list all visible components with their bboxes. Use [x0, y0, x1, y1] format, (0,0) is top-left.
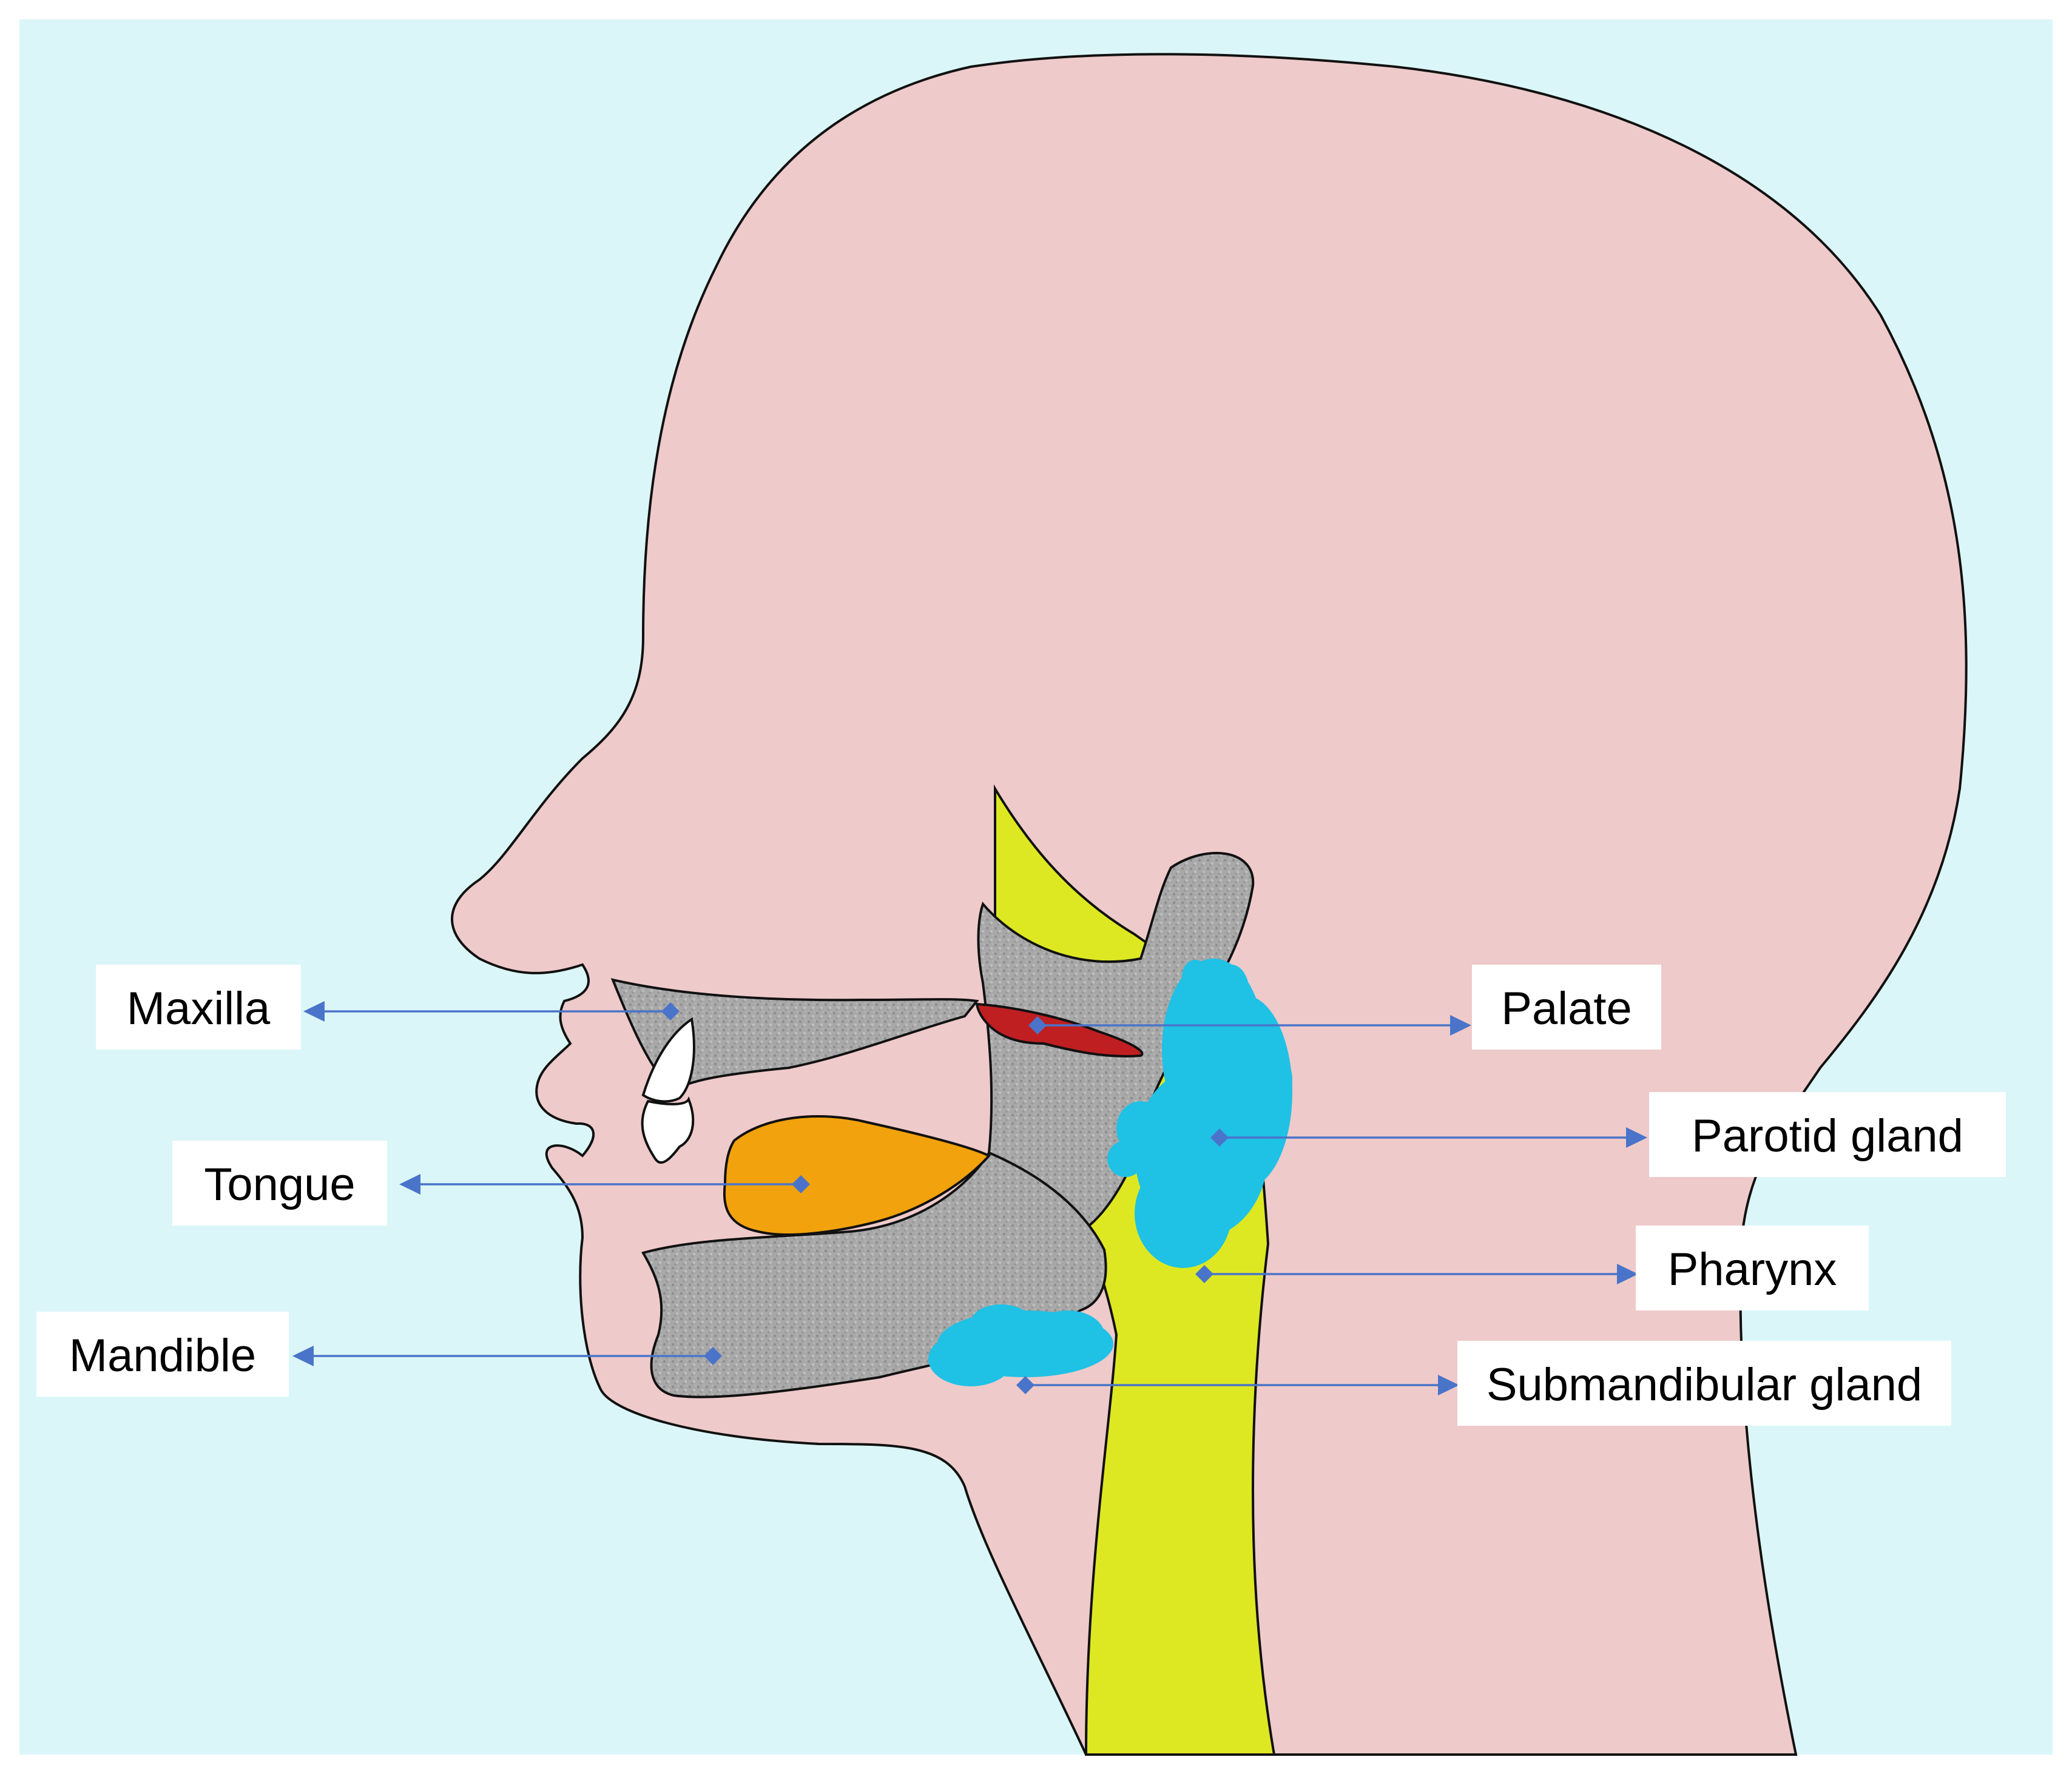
maxilla-leader — [303, 1001, 680, 1022]
upper-tooth-shape — [641, 1017, 695, 1103]
submandibular-gland-shape — [928, 1304, 1113, 1386]
palate-leader — [1028, 1015, 1471, 1036]
label-submandibular: Submandibular gland — [1457, 1341, 1951, 1426]
tongue-leader — [399, 1174, 810, 1195]
mandible-leader — [292, 1346, 722, 1366]
label-parotid: Parotid gland — [1649, 1092, 2006, 1177]
label-maxilla-text: Maxilla — [127, 983, 271, 1034]
label-tongue-text: Tongue — [204, 1159, 355, 1210]
label-mandible: Mandible — [36, 1312, 289, 1397]
label-palate-text: Palate — [1501, 983, 1632, 1034]
pharynx-leader — [1195, 1264, 1638, 1284]
label-mandible-text: Mandible — [69, 1330, 256, 1381]
parotid-leader — [1210, 1127, 1647, 1148]
label-palate: Palate — [1472, 965, 1661, 1050]
label-pharynx: Pharynx — [1636, 1226, 1869, 1310]
label-parotid-text: Parotid gland — [1692, 1110, 1963, 1162]
label-tongue: Tongue — [172, 1141, 387, 1226]
submandibular-leader — [1016, 1375, 1459, 1395]
palate-shape — [975, 1002, 1144, 1057]
label-pharynx-text: Pharynx — [1668, 1244, 1837, 1295]
label-maxilla: Maxilla — [96, 965, 301, 1050]
label-submandibular-text: Submandibular gland — [1487, 1359, 1922, 1411]
front-tooth-shape — [641, 1096, 695, 1164]
tongue-shape — [723, 1115, 991, 1236]
